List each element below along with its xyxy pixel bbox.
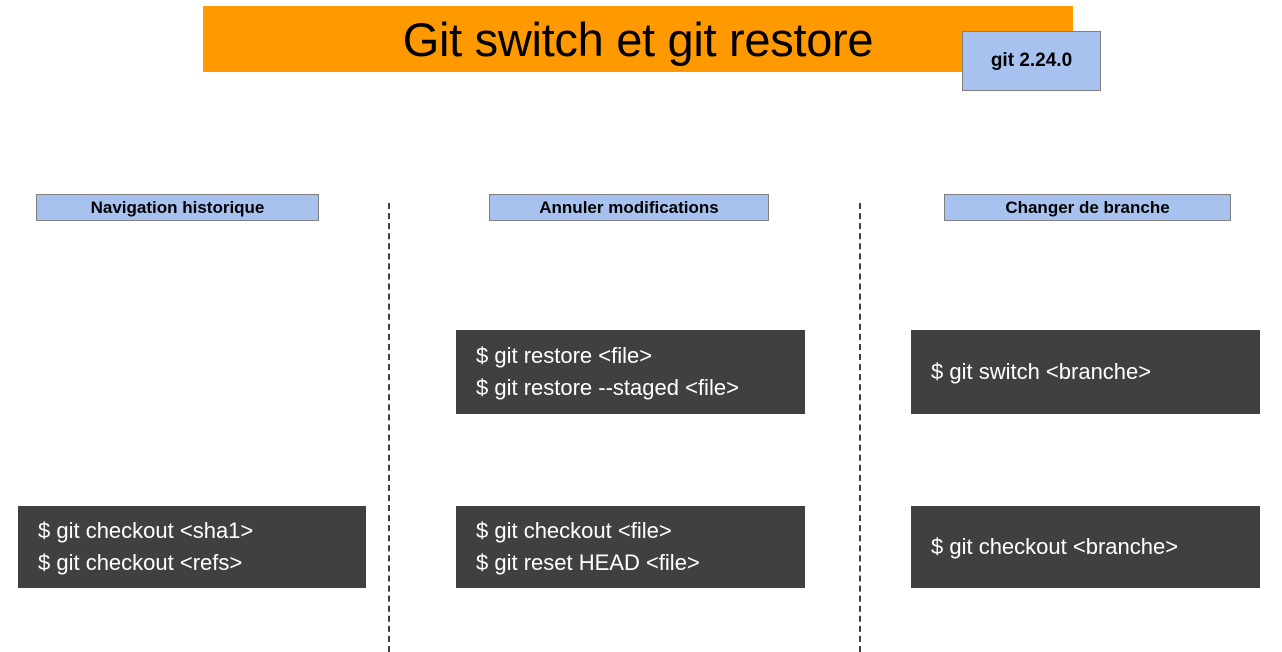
code-line: $ git restore --staged <file> [476,375,739,400]
code-line: $ git checkout <file> [476,518,672,543]
column-divider-right [859,203,861,652]
code-block-checkout-file: $ git checkout <file> $ git reset HEAD <… [456,506,805,588]
code-line: $ git restore <file> [476,343,653,368]
code-line: $ git reset HEAD <file> [476,550,700,575]
column-header-changer-de-branche: Changer de branche [944,194,1231,221]
code-block-switch: $ git switch <branche> [911,330,1260,414]
code-line: $ git switch <branche> [931,359,1152,384]
version-badge: git 2.24.0 [962,31,1101,91]
version-badge-label: git 2.24.0 [990,50,1073,71]
code-line: $ git checkout <refs> [38,550,243,575]
title-banner: Git switch et git restore [203,6,1073,72]
column-header-navigation-historique: Navigation historique [36,194,319,221]
column-header-label: Changer de branche [1005,197,1170,217]
code-line: $ git checkout <sha1> [38,518,254,543]
code-block-restore: $ git restore <file> $ git restore --sta… [456,330,805,414]
code-block-checkout-branche: $ git checkout <branche> [911,506,1260,588]
code-line: $ git checkout <branche> [931,534,1179,559]
column-divider-left [388,203,390,652]
column-header-annuler-modifications: Annuler modifications [489,194,769,221]
column-header-label: Annuler modifications [539,197,719,217]
column-header-label: Navigation historique [90,197,265,217]
page-title: Git switch et git restore [402,12,874,66]
code-block-checkout-sha1: $ git checkout <sha1> $ git checkout <re… [18,506,366,588]
